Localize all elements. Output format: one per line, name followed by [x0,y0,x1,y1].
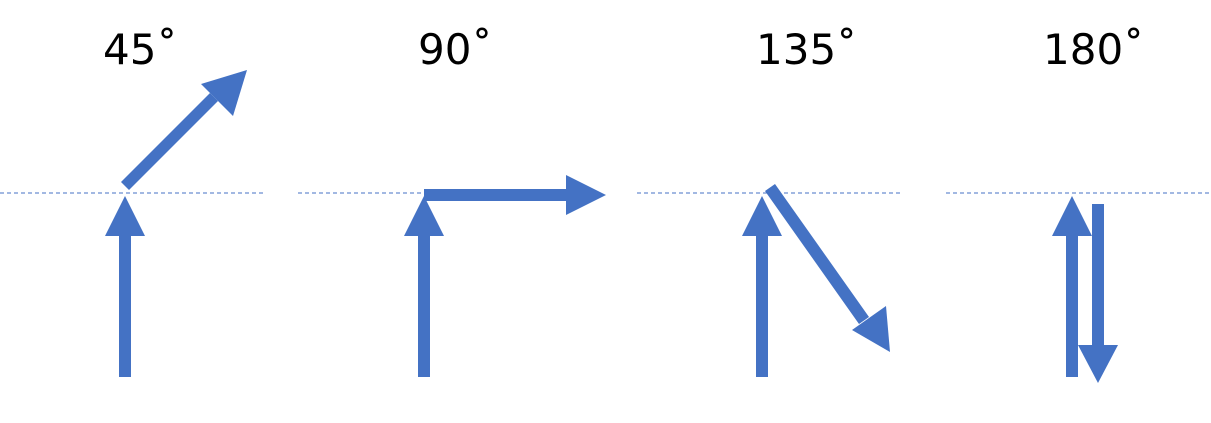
angle-label-45: 45˚ [103,25,177,74]
outgoing-arrow-180 [1078,204,1118,383]
angle-label-90: 90˚ [418,25,492,74]
panel-180: 180˚ [946,25,1211,383]
panel-45: 45˚ [0,25,264,377]
angle-label-135: 135˚ [756,25,857,74]
outgoing-arrow-45 [121,70,247,190]
incoming-arrow-135 [742,196,782,377]
outgoing-arrow-90 [424,175,606,215]
panel-135: 135˚ [637,25,902,377]
angle-label-180: 180˚ [1043,25,1144,74]
incoming-arrow-90 [404,196,444,377]
incoming-arrow-45 [105,196,145,377]
outgoing-arrow-135 [765,184,890,352]
panel-90: 90˚ [298,25,606,377]
incoming-arrow-180 [1052,196,1092,377]
